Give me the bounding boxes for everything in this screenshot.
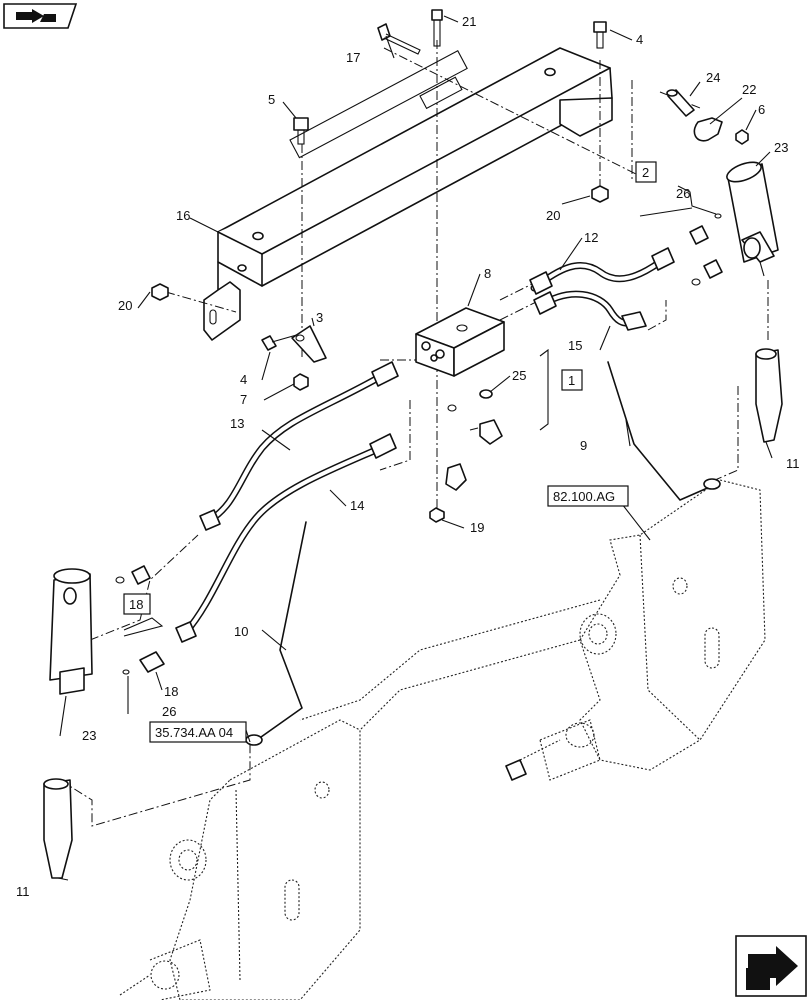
callout-10: 10 [234,624,248,639]
callout-18-bottom: 18 [164,684,178,699]
pin-tip-left [43,778,73,879]
hydraulic-cylinder-right [726,161,779,277]
boxed-callout-2[interactable]: 2 [635,161,657,183]
bolt-top [593,21,607,49]
svg-text:18: 18 [129,597,143,612]
elbow-fitting-25 [469,389,503,445]
callout-4-top: 4 [636,32,643,47]
fitting-18 [122,651,165,675]
loader-frame-ghost [119,479,766,1000]
hydraulic-cylinder-left [49,568,93,695]
boxed-callout-1[interactable]: 1 [561,369,583,391]
callout-3: 3 [316,310,323,325]
callout-20-right: 20 [546,208,560,223]
bolt-5 [293,117,309,145]
callout-25: 25 [512,368,526,383]
callout-23-right: 23 [774,140,788,155]
callout-9: 9 [580,438,587,453]
callout-23-left: 23 [82,728,96,743]
callout-4-lower: 4 [240,372,247,387]
nut-6 [735,129,749,145]
callout-22: 22 [742,82,756,97]
boxed-callout-18[interactable]: 18 [123,593,151,615]
nut-19 [429,507,445,523]
leader-lines [57,15,773,881]
callout-8: 8 [484,266,491,281]
nut-right [591,185,609,203]
callout-7: 7 [240,392,247,407]
nut-left [151,283,169,301]
rod-9 [607,361,721,501]
clip-3 [291,325,327,363]
svg-text:1: 1 [568,373,575,388]
vertical-bolt [431,9,443,47]
callout-26-top: 26 [676,186,690,201]
callout-11-right: 11 [786,456,800,471]
rod-10 [245,521,307,746]
view-direction-icon[interactable] [3,3,78,29]
reference-82-100-AG[interactable]: 82.100.AG [547,485,629,507]
hose-14 [175,433,397,643]
callout-21: 21 [462,14,476,29]
hose-12 [529,247,675,295]
callout-17: 17 [346,50,360,65]
fitting-26-top [689,213,722,245]
long-bolt [377,23,421,55]
callout-20-left: 20 [118,298,132,313]
next-page-arrow-icon[interactable] [735,935,807,997]
callout-14: 14 [350,498,364,513]
callout-6: 6 [758,102,765,117]
callout-labels: 17 21 4 5 16 20 4 7 3 8 12 15 25 20 24 2… [16,14,800,899]
nut-7 [293,373,309,391]
hose-13 [199,361,399,531]
callout-13: 13 [230,416,244,431]
svg-text:2: 2 [642,165,649,180]
callout-12: 12 [584,230,598,245]
elbow-fitting-lower [445,404,467,491]
svg-text:82.100.AG: 82.100.AG [553,489,615,504]
assembly-centerlines [59,40,769,827]
valve-block [415,307,505,377]
clamp-22 [693,117,723,142]
reference-35-734-AA-04[interactable]: 35.734.AA 04 [149,721,247,743]
fitting-left-1 [115,565,151,585]
fitting-side [691,259,723,286]
callout-5: 5 [268,92,275,107]
callout-15: 15 [568,338,582,353]
mounting-bracket [203,47,613,341]
svg-text:35.734.AA 04: 35.734.AA 04 [155,725,233,740]
callout-11-left: 11 [16,884,30,899]
pin-tip-right [755,348,783,443]
callout-16: 16 [176,208,190,223]
callout-26-bottom: 26 [162,704,176,719]
callout-19: 19 [470,520,484,535]
callout-24: 24 [706,70,720,85]
pin-24 [666,89,695,117]
hose-15 [533,290,647,331]
